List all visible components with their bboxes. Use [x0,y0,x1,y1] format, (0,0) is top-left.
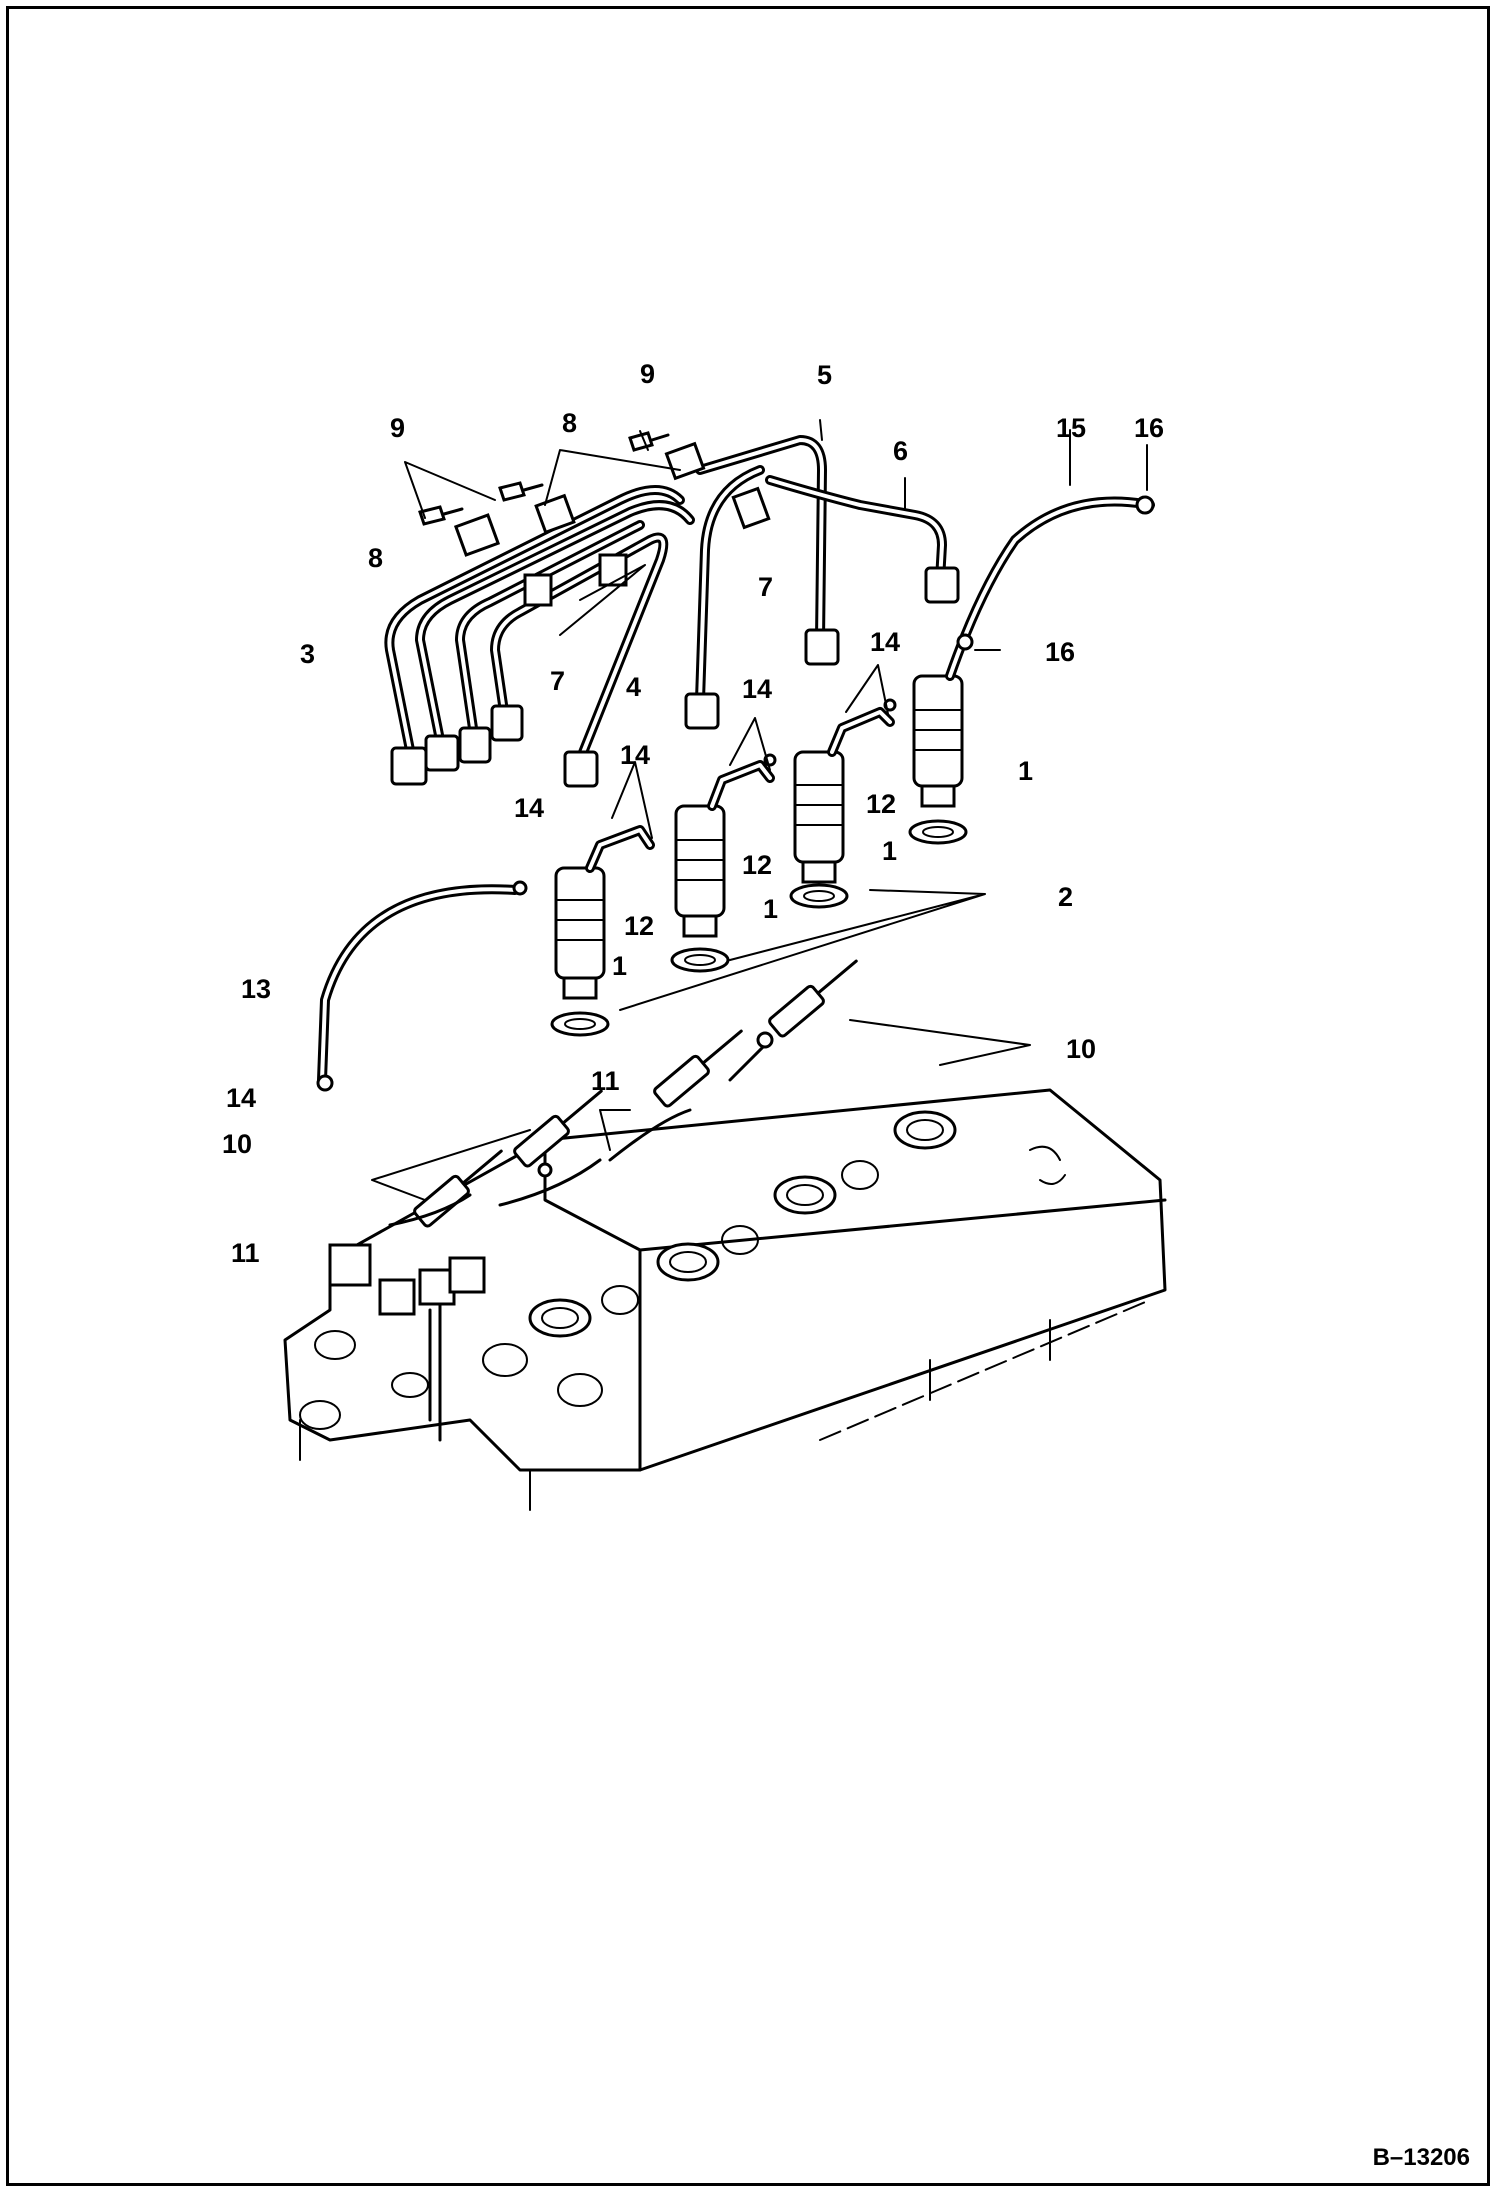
callout-6: 6 [893,436,908,466]
callout-12: 12 [866,789,896,819]
callout-7: 7 [758,572,773,602]
callout-9: 9 [640,359,655,389]
callout-10: 10 [1066,1034,1096,1064]
callout-7: 7 [550,666,565,696]
figure-reference: B–13206 [1372,2144,1470,2171]
callout-14: 14 [620,740,650,770]
callout-16: 16 [1045,637,1075,667]
callout-12: 12 [742,850,772,880]
callout-14: 14 [226,1083,256,1113]
leak-off-pipes [316,495,1155,1092]
callout-9: 9 [390,413,405,443]
callout-15: 15 [1056,413,1086,443]
callout-14: 14 [742,674,772,704]
cylinder-head [283,1088,1167,1511]
leader-lines [371,419,1148,1201]
callout-8: 8 [562,408,577,438]
callout-14: 14 [514,793,544,823]
callout-14: 14 [870,627,900,657]
callout-labels: 1 1 1 1 2 3 4 5 6 7 7 8 8 9 9 10 10 11 1… [222,359,1164,1268]
callout-11: 11 [231,1238,260,1268]
callout-10: 10 [222,1129,252,1159]
callout-16: 16 [1134,413,1164,443]
callout-13: 13 [241,974,271,1004]
drawing-frame [6,6,1490,2186]
glow-plugs [388,959,858,1228]
callout-4: 4 [626,672,641,702]
callout-3: 3 [300,639,315,669]
callout-8: 8 [368,543,383,573]
callout-1: 1 [1018,756,1033,786]
pipe-nuts [390,566,960,788]
injectors [550,674,968,1037]
callout-5: 5 [817,360,832,390]
callout-1: 1 [882,836,897,866]
callout-2: 2 [1058,882,1073,912]
injection-pipes [384,435,947,765]
callout-12: 12 [624,911,654,941]
callout-11: 11 [591,1066,620,1096]
callout-1: 1 [763,894,778,924]
callout-1: 1 [612,951,627,981]
